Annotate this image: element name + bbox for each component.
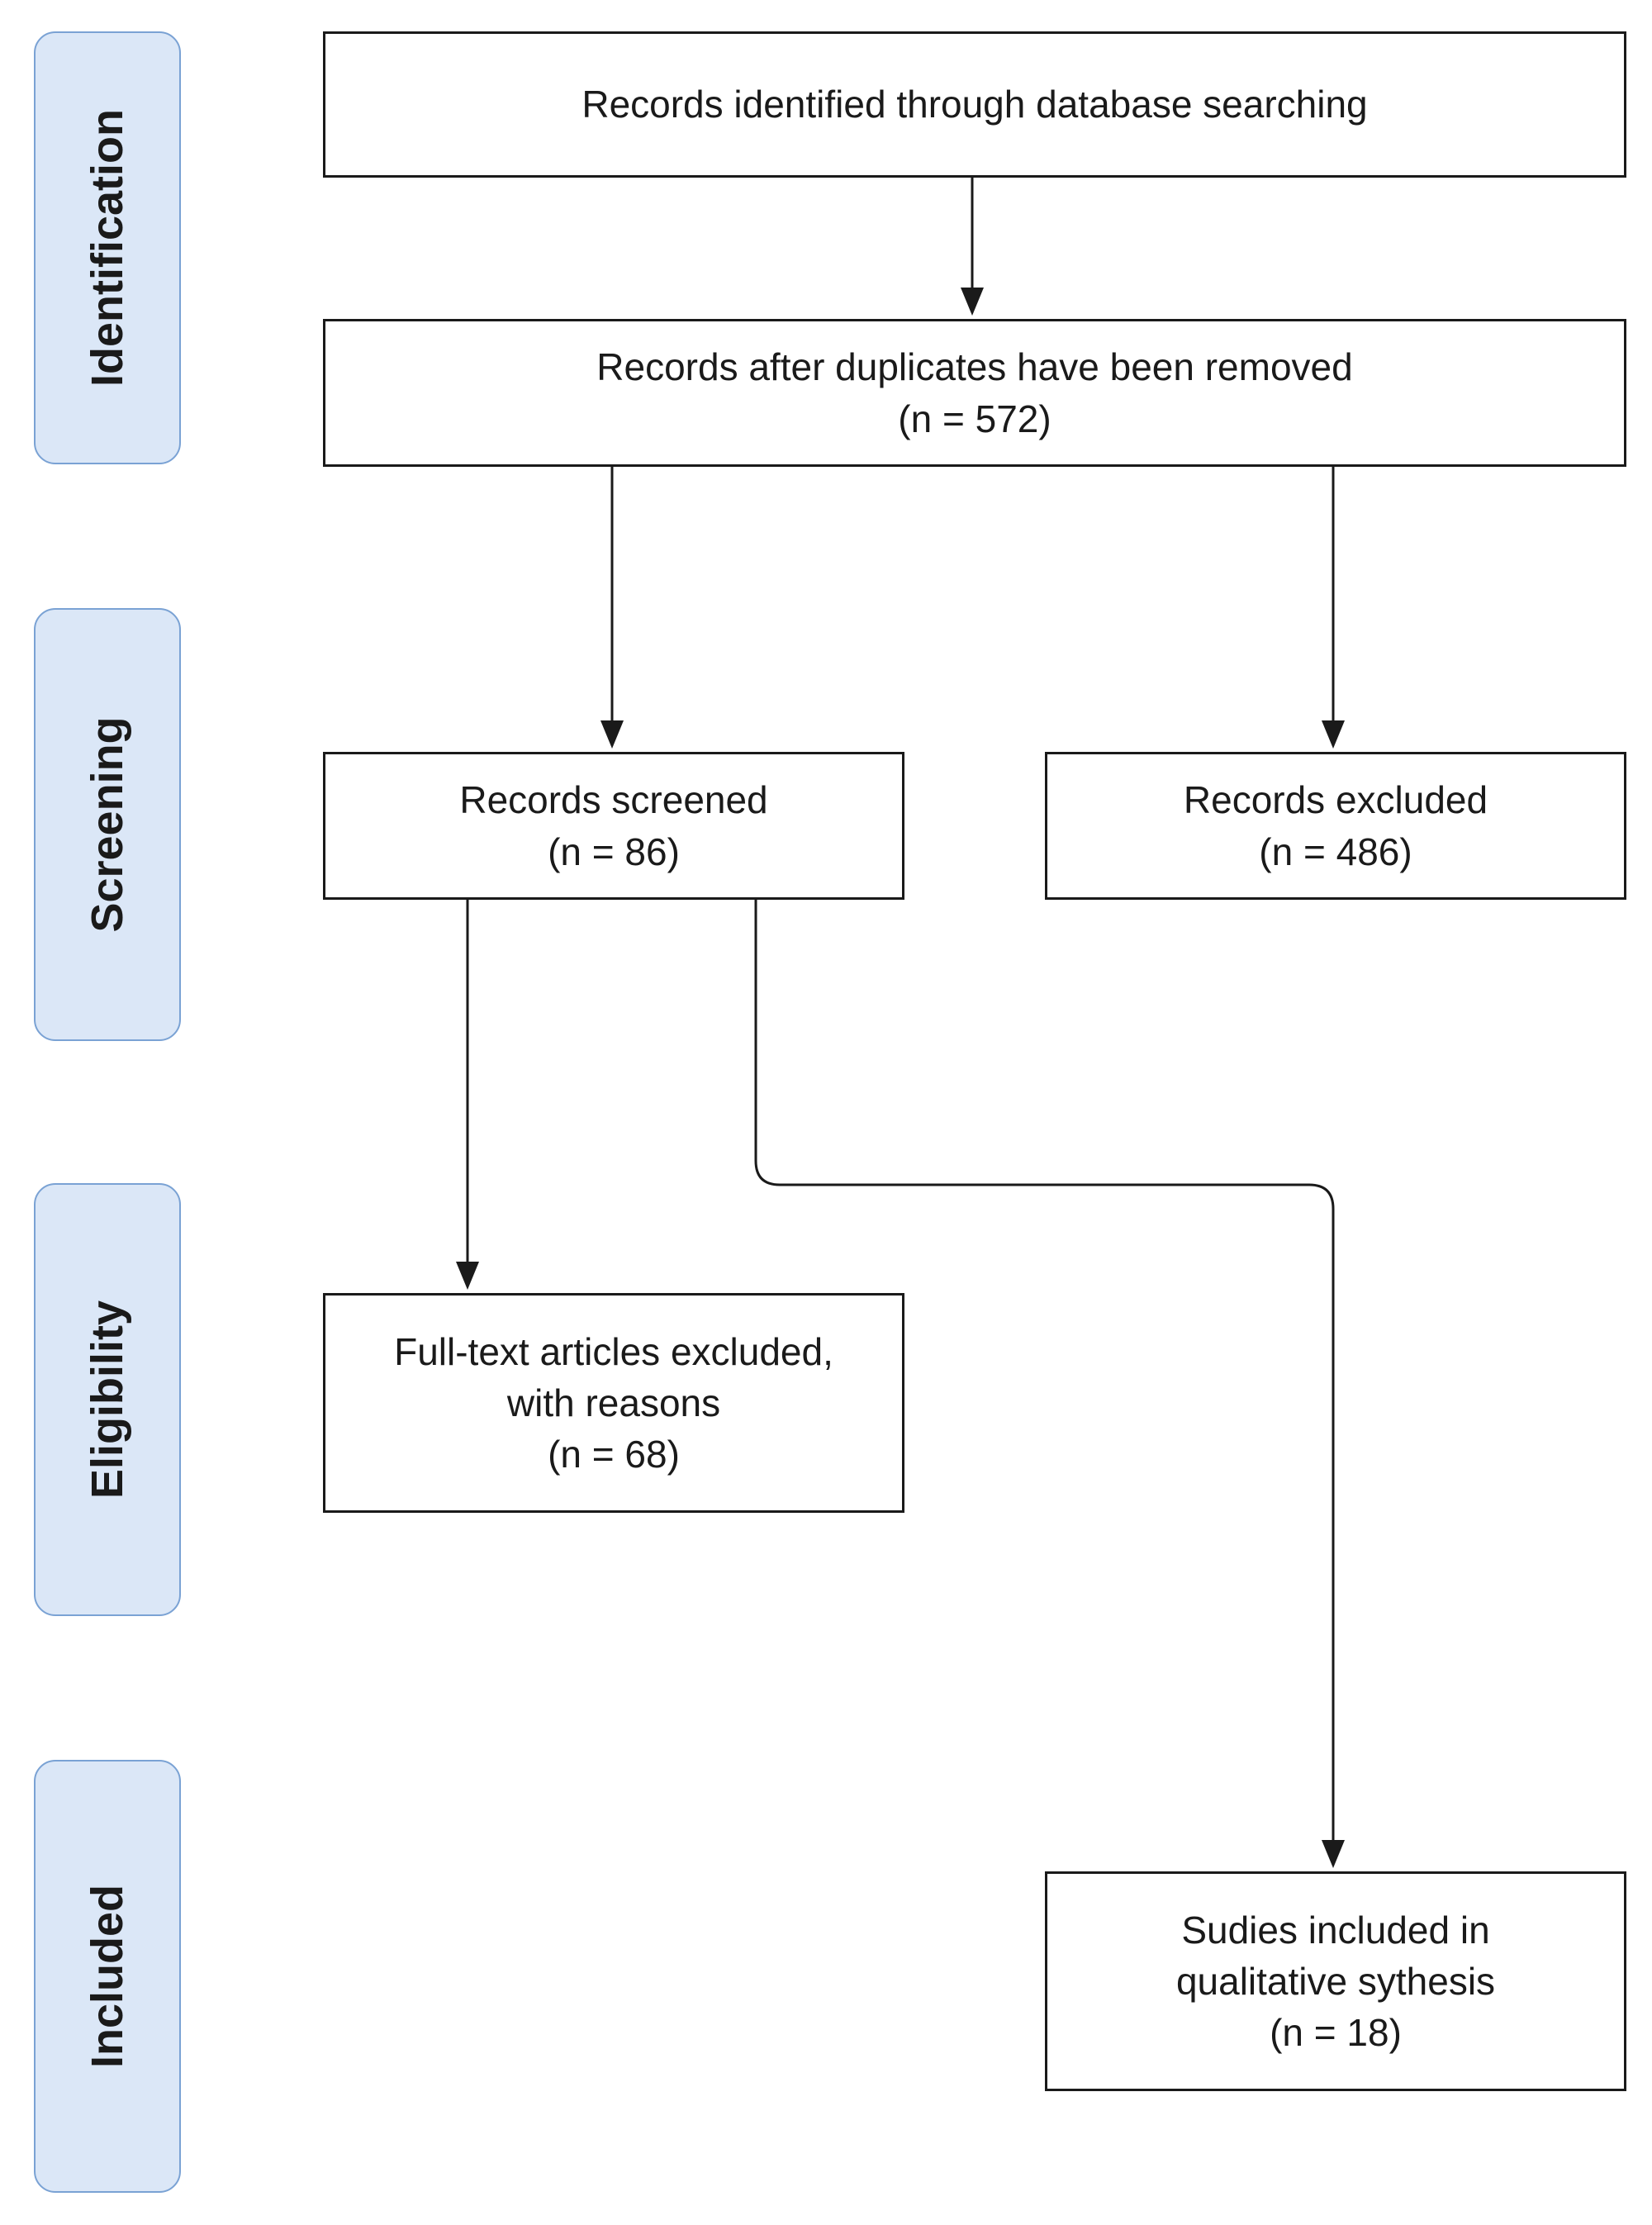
stage-screening: Screening — [34, 608, 181, 1041]
studies-included-line2: qualitative sythesis — [1175, 1959, 1496, 2003]
stage-included: Included — [34, 1760, 181, 2193]
arrow-screened-to-included — [754, 897, 1335, 1863]
records-screened-text: Records screened — [459, 778, 768, 822]
fulltext-excluded-count: (n = 68) — [548, 1433, 680, 1476]
box-records-after-duplicates: Records after duplicates have been remov… — [323, 319, 1626, 467]
arrowhead-3 — [1322, 720, 1345, 749]
records-screened-count: (n = 86) — [548, 830, 680, 873]
box-fulltext-excluded: Full-text articles excluded, with reason… — [323, 1293, 904, 1513]
fulltext-excluded-line2: with reasons — [506, 1381, 721, 1424]
arrowhead-2 — [601, 720, 624, 749]
records-after-duplicates-count: (n = 572) — [898, 397, 1051, 440]
arrowhead-1 — [961, 288, 984, 316]
box-records-screened: Records screened (n = 86) — [323, 752, 904, 900]
arrowhead-5 — [1322, 1840, 1345, 1868]
records-identified-text: Records identified through database sear… — [582, 83, 1368, 126]
records-excluded-text: Records excluded — [1183, 778, 1488, 822]
stage-identification: Identification — [34, 31, 181, 464]
box-records-identified: Records identified through database sear… — [323, 31, 1626, 178]
records-excluded-count: (n = 486) — [1259, 830, 1412, 873]
studies-included-count: (n = 18) — [1270, 2011, 1402, 2055]
arrowhead-4 — [456, 1262, 479, 1290]
records-after-duplicates-text: Records after duplicates have been remov… — [596, 345, 1353, 389]
box-studies-included: Sudies included in qualitative sythesis … — [1045, 1871, 1626, 2091]
studies-included-line1: Sudies included in — [1181, 1908, 1490, 1952]
fulltext-excluded-line1: Full-text articles excluded, — [394, 1329, 833, 1373]
stage-eligibility: Eligibility — [34, 1183, 181, 1616]
box-records-excluded: Records excluded (n = 486) — [1045, 752, 1626, 900]
